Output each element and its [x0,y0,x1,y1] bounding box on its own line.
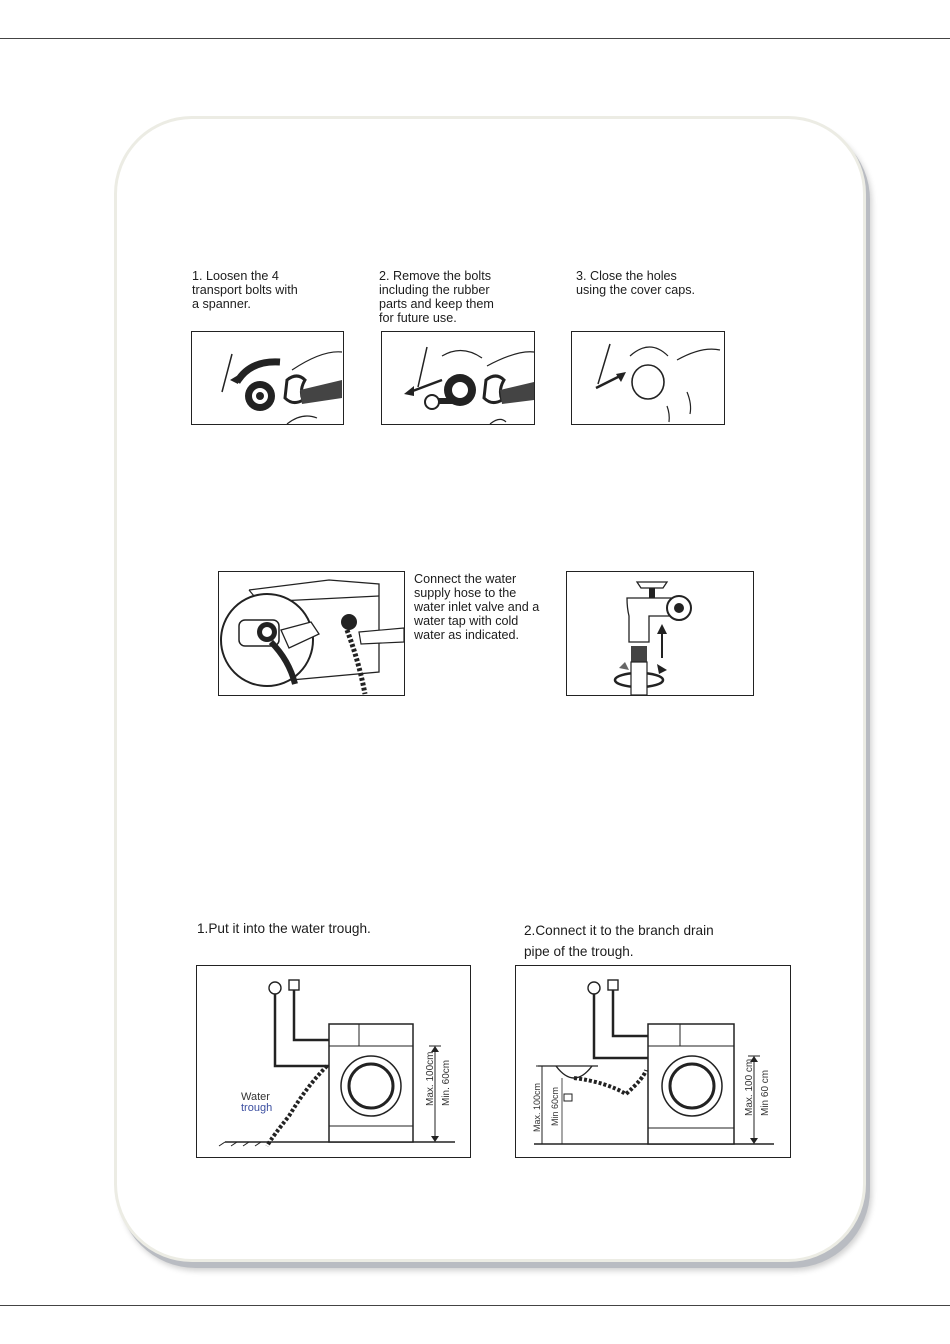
cover-caps-illustration [571,331,725,425]
drain-option-2-text: 2.Connect it to the branch drain pipe of… [524,923,714,959]
step-2-text: 2. Remove the bolts including the rubber… [379,269,494,325]
step-1-text: 1. Loosen the 4 transport bolts with a s… [192,269,298,311]
drain-trough-illustration: Max. 100cm Min. 60cm Water trough [196,965,471,1158]
hose-to-inlet-valve-illustration [218,571,405,696]
branch-drain-illustration: Max. 100cm Min 60cm Max. 100 cm Min 60 c… [515,965,791,1158]
tap-connection-illustration [566,571,754,696]
loosen-bolt-illustration [191,331,344,425]
step-3-text: 3. Close the holes using the cover caps. [576,269,696,297]
max-height-label-1: Max. 100cm [425,1052,436,1106]
water-supply-text: Connect the water supply hose to the wat… [414,572,540,642]
remove-bolt-illustration [381,331,535,425]
drain-option-1-text: 1.Put it into the water trough. [197,921,371,936]
header-rule [0,38,950,39]
min-height-label-2: Min 60cm [550,1087,560,1126]
min-height-label-3: Min 60 cm [760,1070,771,1116]
max-height-label-3: Max. 100 cm [744,1059,755,1116]
max-height-label-2: Max. 100cm [532,1083,542,1132]
water-label: Water [241,1091,270,1103]
trough-label: trough [241,1102,272,1114]
footer-rule [0,1305,950,1306]
min-height-label-1: Min. 60cm [441,1060,452,1106]
